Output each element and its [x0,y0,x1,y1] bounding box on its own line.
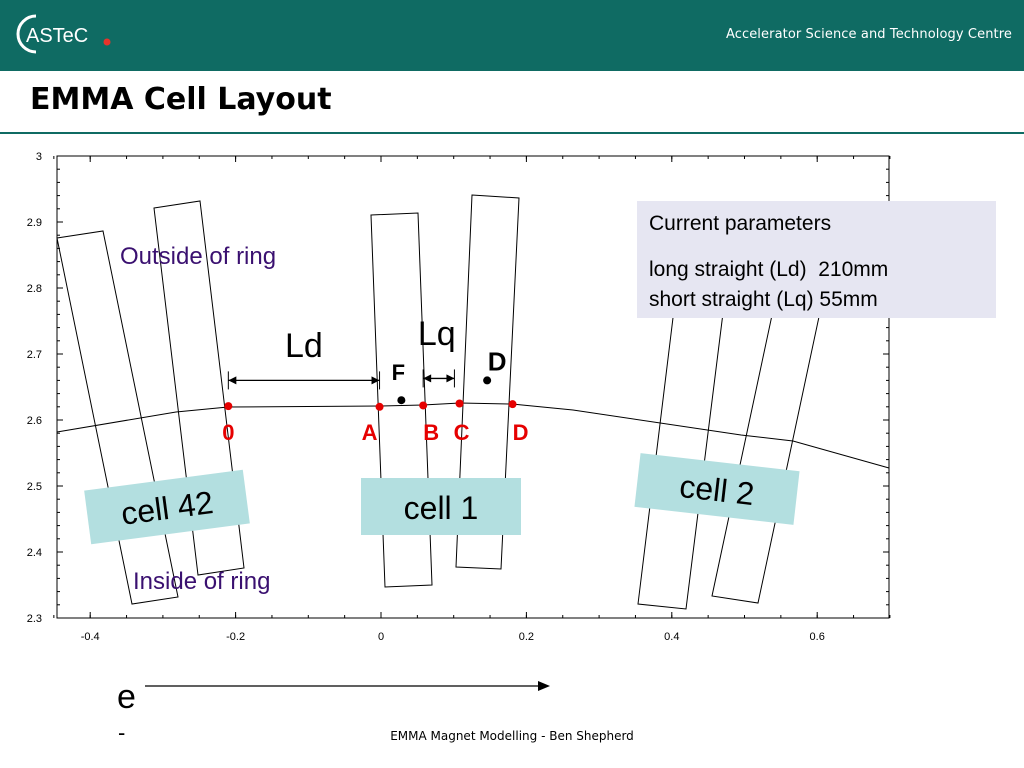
cell-2-label-box: cell 2 [634,453,800,525]
parameter-short-straight: short straight (Lq) 55mm [649,288,878,311]
y-tick-label: 2.4 [27,547,42,559]
magnet-marker-label: F [392,360,405,385]
magnet-outline [153,200,245,576]
cell-42-label-box: cell 42 [84,469,250,545]
cell-2-label: cell 2 [678,468,756,512]
x-tick-label: 0 [378,631,384,643]
magnet-outline [370,212,433,588]
orbit-point [508,400,517,409]
x-tick-label: 0.6 [810,631,825,643]
y-tick-label: 2.8 [27,283,42,295]
org-name: Accelerator Science and Technology Centr… [725,27,1012,42]
dimension-label: Ld [285,327,323,365]
reference-orbit [56,402,890,469]
parameters-box: Current parameters long straight (Ld) 21… [637,201,996,318]
dimension-markers: Ld Lq [227,315,456,390]
orbit-point-label: 0 [222,420,234,445]
astec-logo: ASTeC [16,14,111,54]
y-tick-label: 2.6 [27,415,42,427]
x-tick-label: 0.2 [519,631,534,643]
outside-ring-label: Outside of ring [120,243,276,270]
inside-ring-label: Inside of ring [133,568,270,595]
title-divider [0,132,1024,134]
plot-frame [56,155,890,619]
header-bar: ASTeC Accelerator Science and Technology… [0,0,1024,71]
parameters-heading: Current parameters [649,212,831,235]
magnet-outline [56,230,179,605]
dimension-arrowhead [423,374,432,383]
orbit-point-label: C [454,420,470,445]
dimension-arrowhead [446,374,455,383]
dimension-label: Lq [418,315,456,353]
y-tick-label: 3 [36,151,42,163]
footer: EMMA Magnet Modelling - Ben Shepherd [390,729,634,743]
magnet-outline [455,194,520,570]
beam-charge: - [118,720,126,745]
cell-1-label-box: cell 1 [361,478,521,535]
beam-label: e [117,678,136,716]
svg-text:ASTeC: ASTeC [26,25,88,47]
orbit-point-label: B [423,420,439,445]
x-tick-label: -0.4 [81,631,100,643]
orbit-point-label: D [513,420,529,445]
x-axis: -0.4 -0.2 0 0.2 0.4 0.6 [53,156,891,643]
orbit-point-label: A [362,420,378,445]
page-title: EMMA Cell Layout [30,82,332,117]
beam-arrowhead [538,681,550,691]
orbit-point [375,402,384,411]
orbit-point [419,401,428,410]
x-tick-label: 0.4 [664,631,679,643]
orbit-point [455,399,464,408]
magnet-marker-label: D [488,346,507,376]
x-tick-label: -0.2 [226,631,245,643]
y-tick-label: 2.9 [27,217,42,229]
y-tick-label: 2.5 [27,481,42,493]
magnet-marker-dot [397,396,406,405]
parameter-long-straight: long straight (Ld) 210mm [649,258,888,281]
orbit-point [224,402,233,411]
magnet-marker-dot [483,376,492,385]
cell-1-label: cell 1 [404,490,479,526]
y-tick-label: 2.7 [27,349,42,361]
dimension-arrowhead [228,376,237,385]
dimension-arrowhead [371,376,380,385]
y-tick-label: 2.3 [27,613,42,625]
